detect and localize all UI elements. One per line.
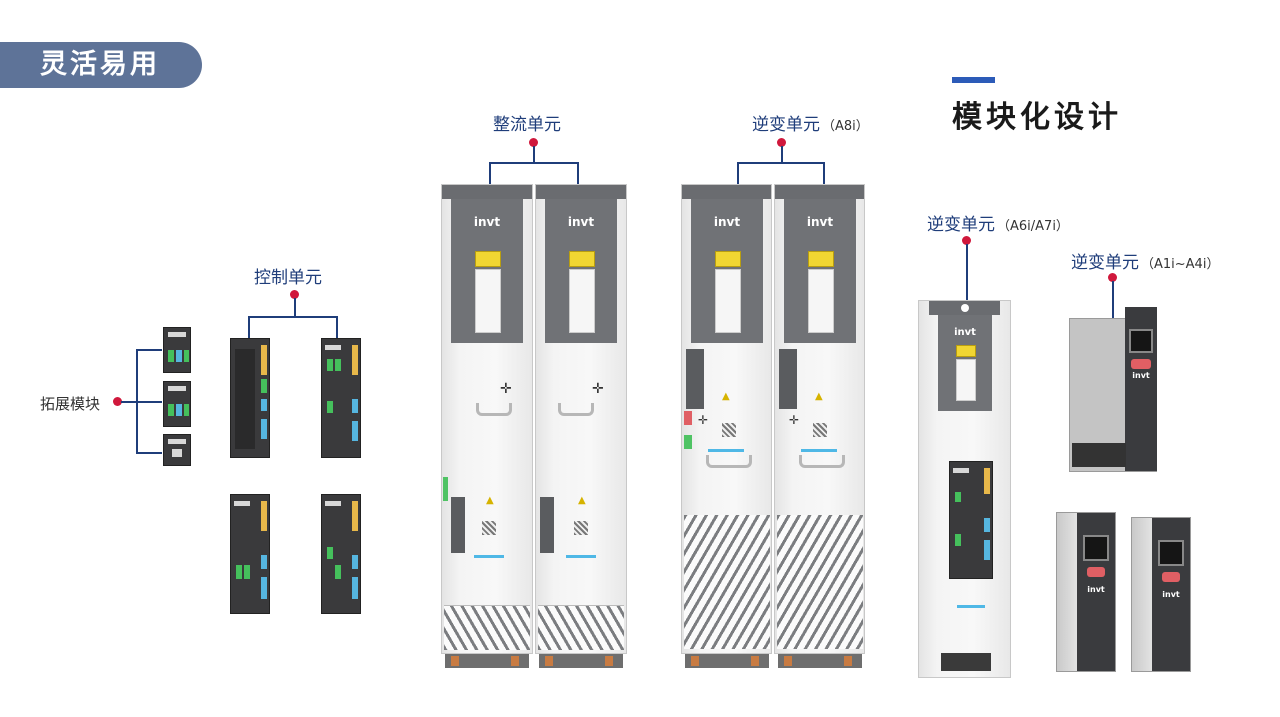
crosshair-icon: ✛ [698, 413, 709, 427]
inverter-a8i-connector-left [737, 162, 739, 186]
rectifier-pointer-dot [529, 138, 538, 147]
rectifier-connector-right [577, 162, 579, 186]
cabinet-handle [706, 455, 752, 468]
display-screen [1158, 540, 1184, 566]
inverter-a1i-drive-small-1: invt [1056, 512, 1116, 672]
expansion-module-3 [163, 434, 191, 466]
inverter-a8i-connector-stem [781, 146, 783, 163]
warning-icon: ▲ [722, 391, 730, 402]
rectifier-panel-2: invt [545, 199, 617, 343]
warning-label [475, 251, 501, 267]
display-screen [1083, 535, 1109, 561]
warning-icon: ▲ [486, 495, 494, 506]
vent-grille [684, 515, 770, 649]
control-board-1 [230, 338, 270, 458]
warning-label [715, 251, 741, 267]
inverter-a8i-connector-right [823, 162, 825, 186]
expansion-bracket-mid [136, 401, 162, 403]
expansion-connector-stem [121, 401, 137, 403]
rectifier-connector-stem [533, 146, 535, 163]
crosshair-icon: ✛ [500, 381, 512, 397]
control-connector-left [248, 316, 250, 338]
inverter-a1i-connector [1112, 281, 1114, 321]
crosshair-icon: ✛ [789, 413, 800, 427]
inverter-a1i-label: 逆变单元（A1i~A4i） [1071, 253, 1220, 273]
rectifier-connector-bar [489, 162, 579, 164]
inverter-a8i-cabinet-2: invt ✛ ▲ [774, 184, 865, 654]
invt-logo: invt [806, 215, 834, 229]
inverter-a8i-cabinet-1: invt ✛ ▲ [681, 184, 772, 654]
crosshair-icon: ✛ [592, 381, 604, 397]
page-title: 模块化设计 [952, 100, 1122, 135]
inverter-a1i-pointer-dot [1108, 273, 1117, 282]
expansion-module-1 [163, 327, 191, 373]
invt-logo: invt [1132, 371, 1150, 380]
inverter-a8i-cabinet-pair: invt ✛ ▲ invt ✛ ▲ [681, 184, 865, 681]
warning-icon: ▲ [578, 495, 586, 506]
inverter-a6i-panel: invt [938, 315, 992, 411]
rectifier-cabinet-1: invt ✛ ▲ [441, 184, 533, 654]
invt-logo: invt [713, 215, 741, 229]
control-connector-bar [248, 316, 338, 318]
inverter-a6i-control-board [949, 461, 993, 579]
expansion-module-label: 拓展模块 [40, 395, 101, 413]
expansion-bracket-top [136, 349, 162, 351]
inverter-a6i-connector [966, 244, 968, 300]
invt-logo: invt [954, 327, 976, 338]
control-connector-right [336, 316, 338, 338]
rectifier-panel-1: invt [451, 199, 523, 343]
warning-icon: ▲ [815, 391, 823, 402]
rectifier-cabinet-2: invt ✛ ▲ [535, 184, 627, 654]
invt-logo: invt [473, 215, 501, 229]
expansion-module-2 [163, 381, 191, 427]
invt-logo: invt [1087, 585, 1105, 594]
rectifier-cabinet-pair: invt ✛ ▲ invt ✛ ▲ [441, 184, 627, 681]
cabinet-handle [476, 403, 512, 416]
inverter-a6i-label: 逆变单元（A6i/A7i） [927, 215, 1069, 235]
inverter-a8i-panel-2: invt [784, 199, 856, 343]
rectifier-unit-label: 整流单元 [493, 115, 561, 135]
control-board-2 [321, 338, 361, 458]
title-accent-bar [952, 77, 995, 83]
vent-grille [444, 605, 530, 650]
expansion-pointer-dot [113, 397, 122, 406]
inverter-a8i-pointer-dot [777, 138, 786, 147]
control-connector-stem [294, 298, 296, 317]
control-board-4 [321, 494, 361, 614]
warning-label [808, 251, 834, 267]
cabinet-handle [799, 455, 845, 468]
vent-grille [777, 515, 863, 649]
display-screen [1129, 329, 1153, 353]
control-pointer-dot [290, 290, 299, 299]
invt-logo: invt [567, 215, 595, 229]
cabinet-handle [558, 403, 594, 416]
vent-grille [538, 605, 624, 650]
inverter-a6i-pointer-dot [962, 236, 971, 245]
invt-logo: invt [1162, 590, 1180, 599]
expansion-bracket-bottom [136, 452, 162, 454]
control-unit-label: 控制单元 [254, 268, 322, 288]
warning-label [956, 345, 976, 357]
inverter-a8i-panel-1: invt [691, 199, 763, 343]
control-board-3 [230, 494, 270, 614]
inverter-a6i-cabinet: invt [918, 300, 1011, 678]
rectifier-connector-left [489, 162, 491, 186]
inverter-a8i-connector-bar [737, 162, 825, 164]
inverter-a1i-drive-large: invt [1069, 307, 1157, 472]
inverter-a1i-drive-small-2: invt [1131, 517, 1191, 672]
inverter-a8i-label: 逆变单元（A8i） [752, 115, 869, 135]
section-banner: 灵活易用 [0, 42, 202, 88]
warning-label [569, 251, 595, 267]
